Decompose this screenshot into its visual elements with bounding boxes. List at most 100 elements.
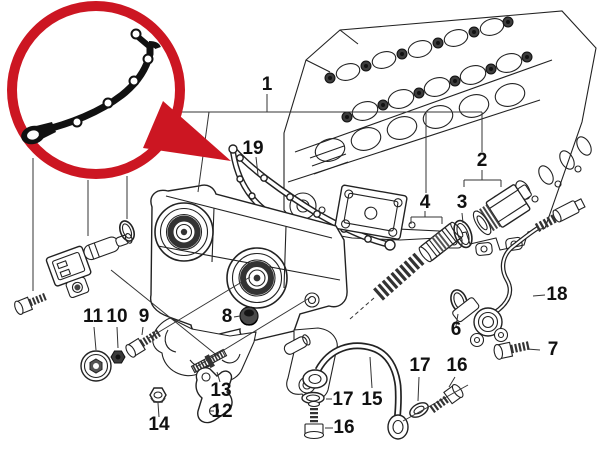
line-art-segment: [294, 59, 553, 153]
line-art-segment: [364, 235, 372, 243]
line-art-segment: [74, 284, 81, 291]
line-art-segment: [453, 219, 473, 249]
line-art-segment: [56, 260, 69, 270]
line-art-segment: [473, 336, 481, 344]
head-bolts: [324, 16, 533, 123]
line-art-segment: [236, 154, 244, 162]
line-art-segment: [303, 430, 325, 440]
line-art-segment: [180, 228, 188, 236]
line-art-segment: [452, 297, 480, 323]
line-art-segment: [204, 354, 215, 369]
line-art-segment: [195, 367, 233, 424]
line-art-segment: [408, 221, 416, 229]
line-art-segment: [286, 327, 338, 401]
line-art-segment: [316, 344, 401, 422]
line-art-segment: [335, 63, 361, 81]
line-art-segment: [418, 246, 432, 263]
line-art-segment: [493, 327, 509, 343]
line-art-segment: [480, 245, 488, 253]
line-art-segment: [244, 309, 254, 317]
oil-pipe-drawing: [302, 342, 409, 440]
line-art-segment: [153, 391, 163, 399]
nut-10-drawing: [110, 350, 126, 364]
line-art-segment: [307, 400, 321, 408]
line-art-segment: [157, 371, 221, 418]
line-art-segment: [121, 223, 133, 239]
line-art-segment: [45, 233, 133, 299]
callout-16-left: 16: [333, 417, 354, 438]
line-art-segment: [32, 158, 128, 291]
line-art-segment: [559, 150, 575, 170]
line-art-segment: [417, 91, 421, 95]
callout-9: 9: [139, 306, 150, 327]
line-art-segment: [510, 341, 531, 354]
line-art-segment: [304, 292, 320, 308]
line-art-segment: [228, 144, 396, 251]
line-art-segment: [425, 227, 457, 257]
line-art-segment: [328, 76, 332, 80]
line-art-segment: [458, 94, 490, 118]
line-art-segment: [344, 189, 354, 199]
line-art-segment: [71, 281, 83, 293]
profile-gasket-drawing: [228, 144, 396, 251]
line-art-segment: [413, 405, 425, 415]
line-art-segment: [400, 52, 404, 56]
highlight-overlay: [7, 1, 231, 179]
callout-1: 1: [262, 74, 273, 95]
line-art-segment: [115, 354, 121, 360]
line-art-segment: [39, 46, 154, 135]
line-art-segment: [534, 213, 560, 232]
screw-plug-8-drawing: [239, 306, 259, 326]
line-art-segment: [410, 211, 443, 224]
line-art-segment: [477, 311, 499, 333]
bolt-9-drawing: [125, 329, 162, 358]
line-art-segment: [469, 332, 485, 348]
callout-2: 2: [477, 150, 488, 171]
line-art-segment: [313, 210, 321, 218]
leader-lines: [32, 94, 546, 429]
highlight-arrow-icon: [143, 101, 231, 161]
line-art-segment: [14, 300, 24, 315]
line-art-segment: [83, 236, 120, 261]
line-art-segment: [283, 334, 311, 355]
line-art-segment: [110, 269, 220, 358]
line-art-segment: [402, 384, 469, 422]
line-art-segment: [102, 97, 114, 109]
line-art-segment: [233, 315, 241, 318]
cam-bore-right: [226, 247, 288, 309]
line-art-segment: [307, 295, 317, 305]
callout-6: 6: [451, 319, 462, 340]
line-art-segment: [334, 184, 408, 240]
line-art-segment: [384, 239, 396, 251]
magnified-gasket-drawing: [21, 28, 161, 145]
line-art-segment: [392, 419, 404, 435]
line-art-segment: [119, 220, 135, 242]
callout-14: 14: [148, 414, 170, 435]
line-art-segment: [481, 315, 495, 329]
line-art-segment: [576, 136, 592, 156]
line-art-segment: [238, 259, 276, 297]
line-art-segment: [88, 242, 100, 260]
line-art-segment: [128, 75, 140, 87]
line-art-segment: [350, 127, 382, 151]
line-art-segment: [302, 334, 311, 346]
line-art-segment: [459, 65, 487, 85]
line-art-segment: [343, 192, 399, 232]
line-art-segment: [429, 394, 451, 413]
line-art-segment: [159, 207, 209, 257]
washer-17-right-drawing: [409, 402, 429, 418]
cam-bearing-arches: [314, 18, 526, 162]
line-art-segment: [253, 274, 261, 282]
banjo-bolt-16-right-drawing: [429, 383, 464, 413]
line-art-segment: [286, 193, 294, 201]
line-art-segment: [538, 165, 554, 185]
line-art-segment: [386, 116, 418, 140]
line-art-segment: [517, 184, 532, 200]
line-art-segment: [148, 276, 251, 339]
bolt-7-drawing: [493, 341, 531, 360]
line-art-segment: [455, 313, 459, 327]
line-art-segment: [125, 344, 136, 358]
line-art-segment: [236, 175, 244, 183]
line-art-segment: [83, 353, 109, 379]
